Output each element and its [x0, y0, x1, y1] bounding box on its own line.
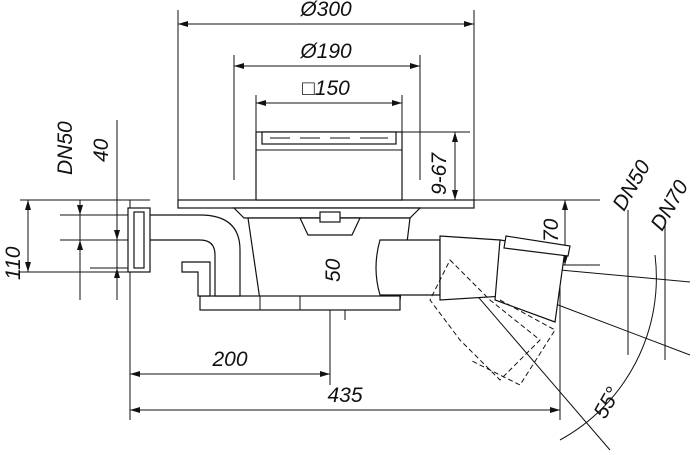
dim-sq150: □150 [302, 77, 350, 100]
dim-110: 110 [2, 246, 25, 280]
dim-50: 50 [322, 258, 345, 282]
dim-dn70-right: DN70 [646, 176, 693, 234]
dim-dn50-right: DN50 [608, 156, 655, 214]
dim-dn50-left: DN50 [54, 121, 77, 175]
dim-d300: Ø300 [299, 0, 352, 21]
drain-body [127, 131, 571, 386]
dim-70: 70 [540, 218, 563, 242]
dim-200: 200 [211, 348, 247, 371]
dim-40: 40 [90, 138, 113, 162]
dim-435: 435 [327, 384, 362, 407]
dim-55-deg: 55° [589, 383, 625, 422]
dim-9-67: 9-67 [428, 152, 451, 195]
dim-d190: Ø190 [299, 40, 352, 63]
